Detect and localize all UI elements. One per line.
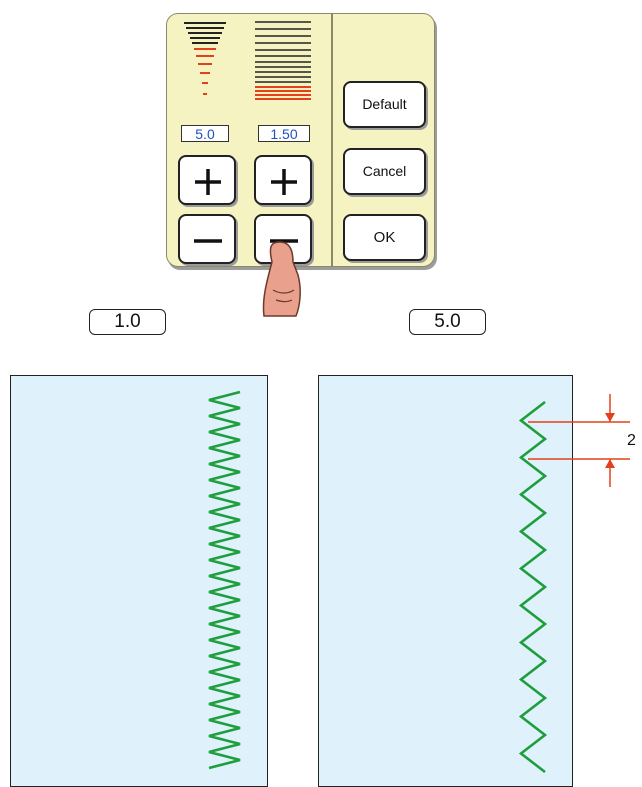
dimension-label: 2 (627, 432, 636, 449)
density-value-display: 5.0 (181, 125, 229, 142)
density-minus-button[interactable] (178, 214, 236, 264)
plus-icon (271, 169, 297, 195)
sample-label-right: 5.0 (409, 309, 486, 335)
sample-label-left: 1.0 (89, 309, 166, 335)
density-plus-button[interactable] (178, 155, 236, 205)
fabric-sample-dense (10, 375, 268, 787)
ok-button[interactable]: OK (343, 214, 426, 261)
width-value-display: 1.50 (258, 125, 310, 142)
minus-icon (194, 239, 222, 243)
plus-icon (195, 169, 221, 195)
width-minus-button[interactable] (254, 214, 312, 264)
default-button[interactable]: Default (343, 81, 426, 128)
cancel-button[interactable]: Cancel (343, 148, 426, 195)
fabric-sample-sparse (318, 375, 573, 787)
width-plus-button[interactable] (254, 155, 312, 205)
minus-icon (270, 239, 298, 243)
panel-divider (331, 14, 333, 266)
